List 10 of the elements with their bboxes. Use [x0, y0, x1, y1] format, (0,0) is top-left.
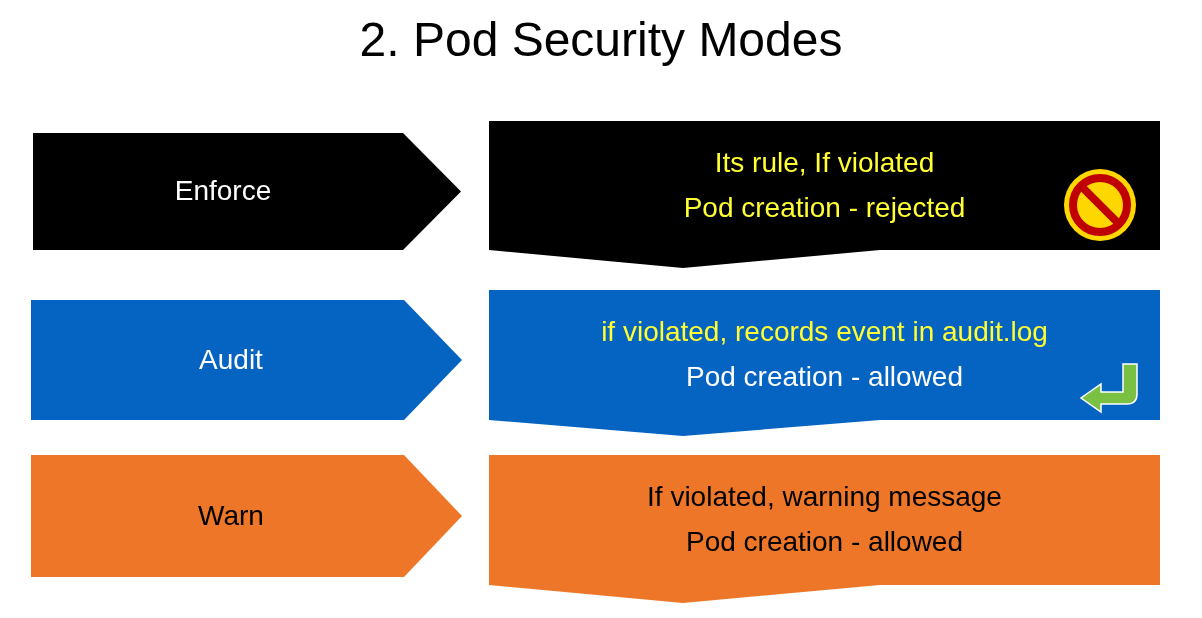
mode-description: Pod creation - allowed	[685, 360, 963, 394]
title: 2. Pod Security Modes	[358, 12, 844, 67]
mode-label: Audit	[199, 342, 263, 377]
mode-description: Its rule, If violated	[714, 145, 935, 180]
mode-description: If violated, warning message	[647, 480, 1002, 515]
mode-description: Pod creation - rejected	[683, 190, 966, 225]
mode-description: if violated, records event in audit.log	[601, 315, 1048, 350]
mode-label: Enforce	[174, 174, 272, 209]
mode-description: Pod creation - allowed	[685, 525, 963, 559]
mode-label: Warn	[198, 498, 264, 533]
